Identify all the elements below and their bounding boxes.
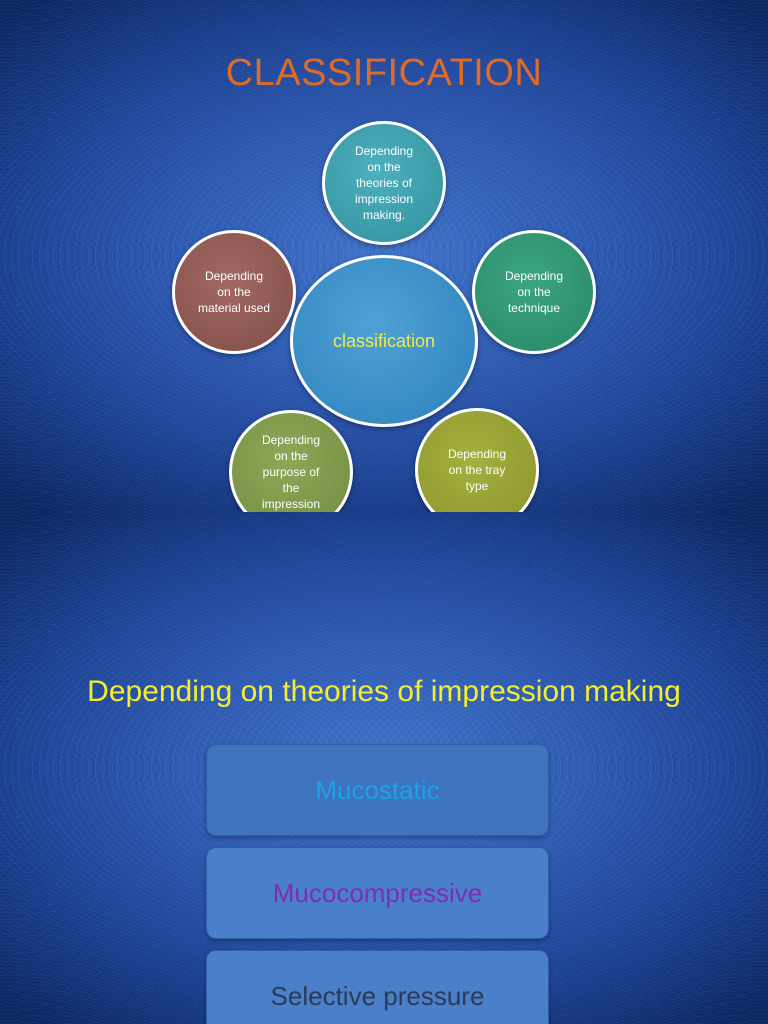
circle-purpose-label: Depending on the purpose of the impressi…	[261, 433, 321, 511]
box-selective-pressure-label: Selective pressure	[270, 980, 485, 1011]
circle-purpose: Depending on the purpose of the impressi…	[229, 410, 353, 512]
box-mucocompressive-label: Mucocompressive	[272, 877, 483, 908]
circle-theories: Depending on the theories of impression …	[322, 121, 446, 245]
box-mucostatic-label: Mucostatic	[315, 774, 440, 805]
circle-tray-type: Depending on the tray type	[415, 408, 539, 512]
circle-theories-label: Depending on the theories of impression …	[354, 144, 414, 222]
box-mucocompressive: Mucocompressive	[206, 847, 549, 939]
box-selective-pressure: Selective pressure	[206, 950, 549, 1024]
circle-material-label: Depending on the material used	[197, 269, 271, 315]
circle-technique: Depending on the technique	[472, 230, 596, 354]
slide-title: CLASSIFICATION	[225, 52, 543, 94]
slide-theories: Depending on theories of impression maki…	[0, 512, 768, 1024]
circle-center-label: classification	[332, 331, 436, 351]
circle-tray-type-label: Depending on the tray type	[447, 447, 507, 493]
circle-center-classification: classification	[290, 255, 478, 427]
classification-diagram: Depending on the theories of impression …	[172, 121, 596, 512]
circle-technique-label: Depending on the technique	[504, 269, 564, 315]
box-mucostatic: Mucostatic	[206, 744, 549, 836]
slide-classification: CLASSIFICATION Depending on the theories…	[0, 0, 768, 512]
circle-material: Depending on the material used	[172, 230, 296, 354]
slide2-title: Depending on theories of impression maki…	[87, 675, 681, 708]
